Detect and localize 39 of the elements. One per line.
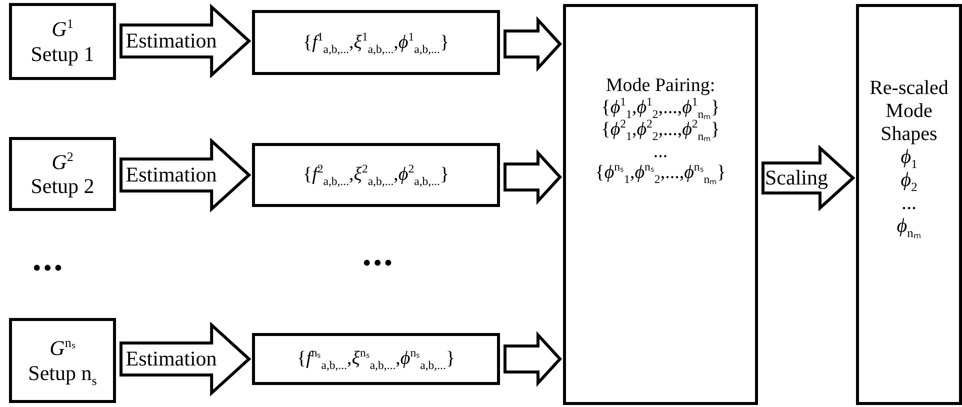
- box-text: ϕ$_{nₘ}$: [896, 215, 922, 238]
- block-arrow: [762, 144, 856, 212]
- box-text: {ϕ$^{nₛ}$$_{1}$,ϕ$^{nₛ}$$_{2}$,...,ϕ$^{nₛ}$$_{nₘ}$}: [595, 162, 726, 184]
- process-box: [9, 3, 116, 80]
- ellipsis-mark: •••: [363, 250, 396, 276]
- box-text: ...: [653, 140, 668, 162]
- box-text: G$^{1}$: [52, 17, 74, 42]
- edge-label: Estimation: [126, 30, 217, 52]
- process-box: [9, 137, 116, 211]
- box-text: {f$^{nₛ}$$_{a,b,...}$,ξ$^{nₛ}$$_{a,b,...}$,ϕ$^{nₛ}$$_{a,b,...}$}: [296, 348, 456, 370]
- box-text: {ϕ$^{2}$$_{1}$,ϕ$^{2}$$_{2}$,...,ϕ$^{2}$$_{nₘ}$}: [601, 118, 720, 141]
- process-box: [9, 318, 116, 403]
- block-arrow: [120, 322, 252, 396]
- box-text: ...: [902, 192, 916, 215]
- block-arrow: [120, 4, 252, 78]
- box-text: {f$^{1}$$_{a,b,...}$,ξ$^{1}$$_{a,b,...}$,ϕ$^{1}$$_{a,b,...}$}: [302, 32, 450, 54]
- edge-label: Estimation: [126, 164, 217, 186]
- block-arrow: [120, 138, 252, 212]
- process-box: [252, 143, 500, 207]
- block-arrow: [504, 16, 562, 72]
- process-box: [563, 4, 758, 405]
- box-text: G$^{2}$: [52, 150, 74, 174]
- box-text: Setup 2: [30, 174, 94, 198]
- ellipsis-mark: •••: [33, 255, 66, 281]
- box-text: {f$^{2}$$_{a,b,...}$,ξ$^{2}$$_{a,b,...}$,ϕ$^{2}$$_{a,b,...}$}: [302, 164, 450, 186]
- process-box: [856, 4, 962, 405]
- edge-label: Scaling: [765, 168, 828, 188]
- process-box: [252, 333, 500, 385]
- box-text: G$^{nₛ}$: [50, 336, 76, 360]
- block-arrow: [504, 149, 562, 205]
- box-text: Setup 1: [30, 42, 94, 66]
- edge-label: Estimation: [126, 348, 217, 370]
- box-text: Mode Pairing:: [606, 75, 716, 97]
- box-text: Setup n$_{s}$: [28, 360, 97, 385]
- box-text: ϕ$_{1}$: [900, 146, 918, 169]
- block-arrow: [504, 331, 562, 387]
- process-box: [252, 10, 500, 75]
- box-text: {ϕ$^{1}$$_{1}$,ϕ$^{1}$$_{2}$,...,ϕ$^{1}$$_{nₘ}$}: [601, 96, 720, 119]
- box-text: ϕ$_{2}$: [900, 169, 918, 192]
